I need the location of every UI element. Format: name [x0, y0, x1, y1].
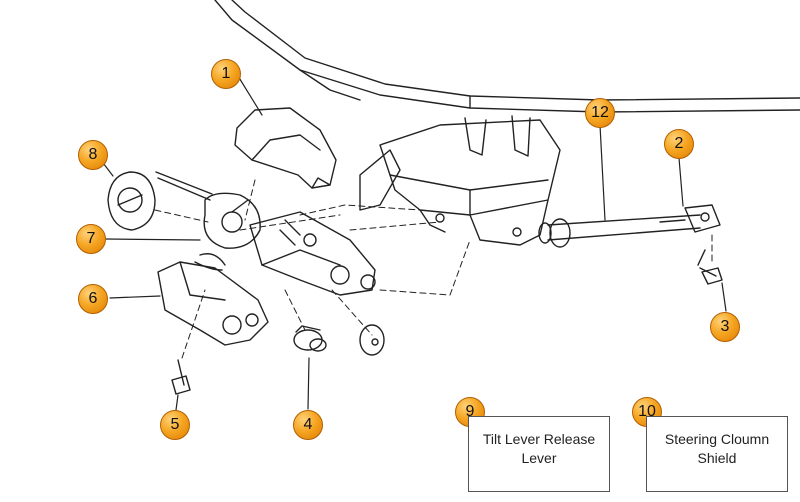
clockspring: [107, 171, 156, 231]
legend-9-line1: Tilt Lever Release: [482, 431, 596, 447]
callout-8: 8: [78, 140, 108, 170]
dashboard-outline: [214, 0, 800, 113]
callout-4: 4: [293, 410, 323, 440]
leader-lines: [96, 75, 727, 411]
callout-3: 3: [710, 312, 740, 342]
legend-10-line2: Shield: [697, 450, 737, 466]
callout-7: 7: [76, 224, 106, 254]
legend-box-10: Steering Cloumn Shield: [646, 416, 788, 492]
callout-5: 5: [160, 410, 190, 440]
lock-cylinder: [293, 325, 327, 352]
washer: [359, 324, 385, 356]
callout-12: 12: [585, 98, 615, 128]
legend-box-9: Tilt Lever Release Lever: [468, 416, 610, 492]
bolt-3: [697, 249, 723, 285]
lower-shroud: [157, 261, 269, 346]
callout-6: 6: [78, 284, 108, 314]
legend-10-line1: Steering Cloumn: [664, 431, 770, 447]
steering-column-body: [194, 211, 376, 296]
upper-shroud: [234, 107, 337, 189]
intermediate-shaft: [538, 204, 721, 248]
legend-9-line2: Lever: [521, 450, 557, 466]
bolt-5: [171, 359, 191, 395]
mounting-bracket: [359, 115, 561, 246]
multifunction-switch: [155, 171, 261, 249]
assembly-lines: [154, 179, 713, 359]
callout-2: 2: [664, 129, 694, 159]
callout-1: 1: [211, 59, 241, 89]
